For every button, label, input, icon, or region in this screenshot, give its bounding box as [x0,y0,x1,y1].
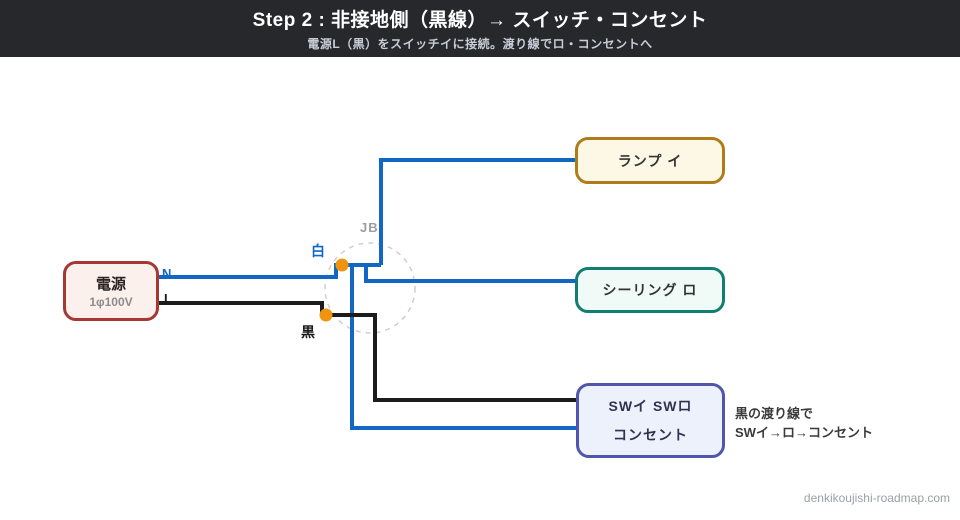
connector-black-wire [319,308,333,322]
wire-branch-ceiling [364,265,575,283]
junction-box-circle [324,242,416,334]
wire-line-black [159,301,576,402]
power-source-label: 電源 [95,276,126,293]
connector-white-wire [335,258,349,272]
ceiling-light-label: シーリング ロ [602,282,698,298]
black-wire-label: 黒 [301,324,315,340]
lamp-box: ランプ イ [575,137,725,184]
crossover-annotation-line1: 黒の渡り線で [735,406,814,421]
switch-outlet-box: SWイ SWロ コンセント [576,383,725,458]
page-subtitle: 電源L（黒）をスイッチイに接続。渡り線でロ・コンセントへ [307,37,653,51]
switch-label: SWイ SWロ [608,398,693,414]
power-source-box: 電源 1φ100V [63,261,159,321]
terminal-n-label: N [162,266,172,281]
crossover-annotation: 黒の渡り線で SWイ→ロ→コンセント [735,404,873,442]
wire-branch-outlet-blue [350,265,576,430]
terminal-l-label: L [164,291,172,306]
crossover-annotation-line2: SWイ→ロ→コンセント [735,425,873,440]
outlet-label: コンセント [613,427,688,443]
wire-branch-lamp [379,158,575,265]
site-watermark: denkikoujishi-roadmap.com [803,491,950,505]
ceiling-light-box: シーリング ロ [575,267,725,313]
lamp-label: ランプ イ [617,152,683,169]
header-bar: Step 2 : 非接地側（黒線）→ スイッチ・コンセント 電源L（黒）をスイッ… [0,0,960,57]
junction-box-label: JB [360,220,379,235]
page-title: Step 2 : 非接地側（黒線）→ スイッチ・コンセント [252,10,708,31]
power-source-voltage: 1φ100V [89,295,133,309]
white-wire-label: 白 [311,243,325,259]
wire-neutral-from-power [159,263,381,279]
